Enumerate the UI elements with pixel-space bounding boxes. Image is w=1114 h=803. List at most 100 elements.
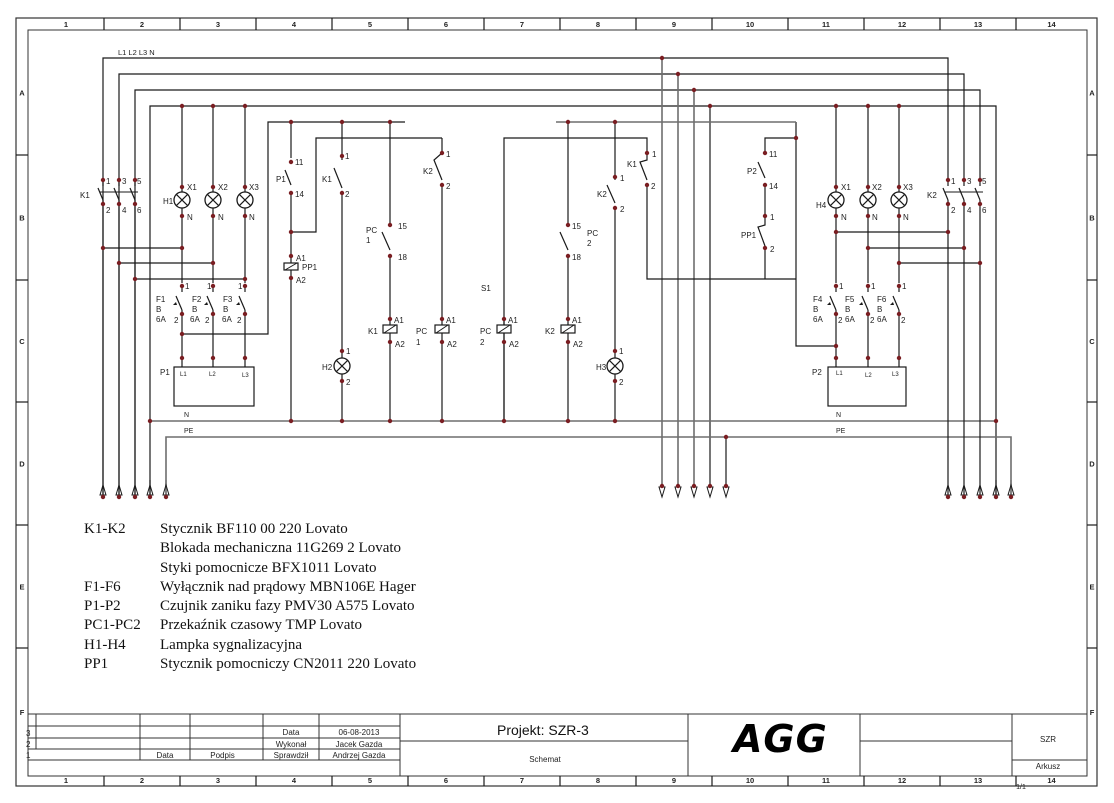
junction-node [288, 275, 294, 281]
legend-text: Czujnik zaniku fazy PMV30 A575 Lovato [160, 598, 415, 615]
junction-node [865, 103, 871, 109]
arrow-down-icon [658, 486, 666, 499]
k1-label: K1 [80, 191, 90, 200]
junction-node [833, 343, 839, 349]
breaker-blade [829, 295, 837, 311]
junction-node [945, 201, 951, 207]
coil-slash [561, 324, 575, 334]
wire [102, 57, 949, 495]
junction-node [179, 355, 185, 361]
legend-code [84, 559, 160, 578]
component-label: N [187, 213, 193, 222]
junction-node [977, 260, 983, 266]
column-number-bottom: 2 [140, 776, 144, 785]
junction-node [993, 418, 999, 424]
breaker-trip-icon [173, 302, 177, 305]
legend-text: Stycznik BF110 00 220 Lovato [160, 521, 348, 537]
component-label: 1 [446, 150, 451, 159]
component-label: 1 [238, 282, 243, 291]
component-label: N [872, 213, 878, 222]
component-label: N [218, 213, 224, 222]
h3-label: H3 [596, 363, 607, 372]
junction-node [865, 355, 871, 361]
arrow-down-icon [690, 486, 698, 499]
column-number-bottom: 13 [974, 776, 982, 785]
column-number-bottom: 4 [292, 776, 297, 785]
row-letter-right: E [1089, 583, 1094, 592]
row-letter-right: A [1089, 89, 1095, 98]
lamp-cross [175, 193, 189, 207]
column-number-top: 2 [140, 20, 144, 29]
component-label: F6 [877, 295, 887, 304]
component-label: 2 [619, 378, 624, 387]
junction-node [945, 494, 951, 500]
junction-node [723, 434, 729, 440]
column-number-top: 1 [64, 20, 68, 29]
junction-node [691, 483, 697, 489]
column-number-bottom: 8 [596, 776, 600, 785]
p2-contact-blade [757, 161, 766, 179]
component-label: 1 [770, 213, 775, 222]
row-letter-right: F [1090, 708, 1095, 717]
component-label: B [192, 305, 197, 314]
junction-node [833, 184, 839, 190]
junction-node [896, 260, 902, 266]
legend-code: PP1 [84, 656, 109, 673]
junction-node [288, 159, 294, 165]
component-label: A1 [508, 316, 518, 325]
junction-node [501, 316, 507, 322]
component-label: B [156, 305, 161, 314]
component-label: 4 [967, 206, 972, 215]
coil-slash [383, 324, 397, 334]
column-number-top: 6 [444, 20, 448, 29]
component-label: PC [416, 327, 427, 336]
junction-node [116, 177, 122, 183]
component-label: B [813, 305, 818, 314]
component-label: 1 [366, 236, 371, 245]
junction-node [147, 494, 153, 500]
column-number-top: 4 [292, 20, 297, 29]
junction-node [339, 418, 345, 424]
legend-row: Styki pomocnicze BFX1011 Lovato [84, 559, 416, 578]
component-label: K2 [423, 167, 433, 176]
component-label: 1 [106, 177, 111, 186]
component-label: 2 [346, 378, 351, 387]
k1-aux-blade [333, 167, 343, 189]
p1-label: P1 [160, 368, 170, 377]
breaker-blade [861, 295, 869, 311]
column-number-bottom: 3 [216, 776, 220, 785]
component-label: K2 [545, 327, 555, 336]
breaker-blade [175, 295, 183, 311]
junction-node [865, 311, 871, 317]
breaker-trip-icon [827, 302, 831, 305]
junction-node [865, 245, 871, 251]
junction-node [439, 150, 445, 156]
junction-node [993, 494, 999, 500]
junction-node [210, 184, 216, 190]
tb-sheet-number: 1/1 [1016, 784, 1026, 791]
legend-code: K1-K2 [84, 521, 126, 537]
p1-contact-blade [284, 169, 292, 186]
junction-node [961, 201, 967, 207]
component-label: 1 [346, 347, 351, 356]
component-label: 2 [770, 245, 775, 254]
row-letter-right: D [1089, 460, 1095, 469]
component-label: 1 [416, 338, 421, 347]
arrow-down-icon [674, 486, 682, 499]
component-label: 4 [122, 206, 127, 215]
junction-node [100, 201, 106, 207]
junction-node [612, 174, 618, 180]
junction-node [242, 276, 248, 282]
junction-node [565, 418, 571, 424]
component-label: N [841, 213, 847, 222]
junction-node [961, 245, 967, 251]
lamp-cross [861, 193, 875, 207]
lamp-cross [335, 359, 349, 373]
component-label: L2 [209, 372, 216, 378]
component-label: PC [587, 229, 598, 238]
component-label: A1 [296, 254, 306, 263]
component-label: 5 [137, 177, 142, 186]
component-label: B [877, 305, 882, 314]
component-label: 2 [651, 182, 656, 191]
junction-node [612, 205, 618, 211]
